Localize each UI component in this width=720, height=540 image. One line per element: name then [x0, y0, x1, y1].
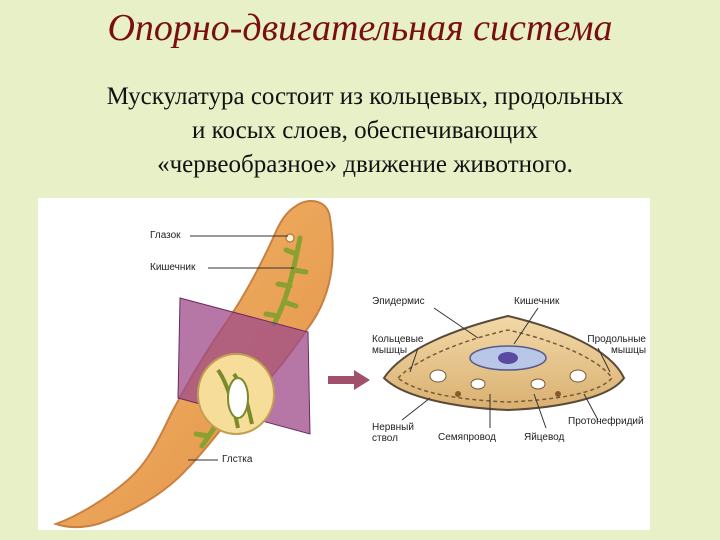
label-nerve-trunk: Нервный ствол: [372, 422, 414, 444]
label-oviduct: Яйцевод: [524, 432, 565, 443]
flatworm-illustration: [52, 200, 626, 528]
label-protonephridia: Протонефридий: [568, 416, 644, 427]
label-longitudinal-muscles: Продольные мышцы: [587, 334, 646, 356]
slide-title: Опорно-двигательная система: [107, 7, 613, 49]
label-intestine-right: Кишечник: [514, 296, 560, 307]
flatworm-figure: Глазок Кишечник Глстка Эпидермис Кишечни…: [38, 198, 650, 530]
subtitle-line-3: «червеобразное» движение животного.: [157, 151, 573, 178]
eye-spot: [285, 233, 295, 243]
label-eye: Глазок: [150, 230, 181, 241]
subtitle-line-2: и косых слоев, обеспечивающих: [192, 117, 538, 144]
label-circular-muscles: Кольцевые мышцы: [372, 334, 424, 356]
label-muscle-plate: Глстка: [222, 454, 253, 465]
subtitle-line-1: Мускулатура состоит из кольцевых, продол…: [106, 83, 624, 110]
label-epidermis: Эпидермис: [372, 296, 425, 307]
transition-arrow: [328, 370, 370, 390]
label-intestine-left: Кишечник: [150, 262, 196, 273]
label-sperm-duct: Семяпровод: [438, 432, 496, 443]
slide-subtitle: Мускулатура состоит из кольцевых, продол…: [30, 80, 700, 182]
